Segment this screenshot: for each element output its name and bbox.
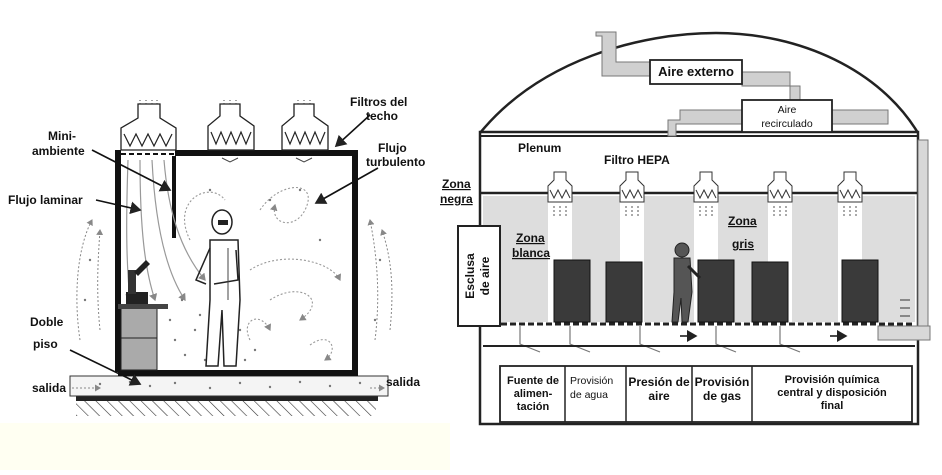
- label-aire-recirc-2: recirculado: [761, 118, 813, 130]
- svg-text:Provisión: Provisión: [695, 375, 750, 389]
- service-cell: Provisión de agua: [570, 375, 613, 401]
- ceiling-filter: [281, 98, 329, 163]
- label-aire-externo: Aire externo: [658, 64, 734, 79]
- label-esclusa-2: de aire: [478, 256, 492, 295]
- label-zona-negra-2: negra: [440, 192, 473, 206]
- label-mini-2: ambiente: [32, 144, 85, 158]
- service-cell: Presión de aire: [628, 375, 690, 403]
- ceiling-filter: [207, 98, 255, 163]
- label-zona-negra-1: Zona: [442, 177, 471, 191]
- service-table: [499, 365, 913, 423]
- bench-microscope: [118, 260, 168, 371]
- mini-env-curtain: [172, 156, 176, 238]
- arrow-laminar: [95, 199, 142, 215]
- ceiling-filter: [120, 98, 177, 151]
- room-wall-right: [352, 150, 358, 372]
- label-zona-blanca-1: Zona: [516, 231, 545, 245]
- hepa-filter: [547, 171, 573, 216]
- ground-hatch: [76, 400, 376, 416]
- label-zona-blanca-2: blanca: [512, 246, 550, 260]
- recirc-duct-left: [667, 109, 743, 137]
- service-cell: Fuente de alimen- tación: [507, 375, 559, 413]
- service-cell: Provisión de gas: [695, 375, 750, 403]
- room-wall-left: [115, 150, 121, 372]
- air-lock-box: [457, 225, 501, 327]
- hepa-filter: [619, 171, 645, 216]
- svg-text:final: final: [821, 400, 844, 412]
- return-duct: [917, 139, 929, 331]
- label-flujo-laminar: Flujo laminar: [8, 193, 83, 207]
- svg-text:Provisión química: Provisión química: [785, 374, 881, 386]
- room-ceiling: [175, 150, 358, 156]
- arrow-filtros: [334, 114, 371, 148]
- label-piso: piso: [33, 337, 58, 351]
- laminar-flow-lines: [125, 159, 206, 302]
- background-band: [0, 423, 450, 470]
- raised-floor: [69, 375, 389, 397]
- box-aire-externo: [649, 59, 743, 85]
- svg-text:de gas: de gas: [703, 389, 741, 403]
- sub-floor-pipes: [519, 326, 801, 353]
- arrow-turbulento: [314, 167, 379, 204]
- outside-flow-arrows: [76, 219, 393, 341]
- svg-text:aire: aire: [648, 389, 670, 403]
- floor-slab: [118, 370, 358, 376]
- ground-line: [76, 396, 378, 401]
- label-turb-2: turbulento: [366, 155, 425, 169]
- label-esclusa-1: Esclusa: [463, 253, 477, 299]
- svg-text:alimen-: alimen-: [514, 388, 553, 400]
- service-cell: Provisión química central y disposición …: [777, 374, 887, 412]
- label-mini-1: Mini-: [48, 129, 76, 143]
- side-vents: [900, 299, 910, 317]
- svg-text:Presión de: Presión de: [628, 375, 690, 389]
- label-turb-1: Flujo: [378, 141, 407, 155]
- turbulent-flow-lines: [183, 187, 341, 361]
- svg-text:Provisión: Provisión: [570, 375, 613, 387]
- label-filtros-1: Filtros del: [350, 95, 407, 109]
- technician-figure: [195, 209, 241, 367]
- return-duct-bottom: [877, 325, 931, 341]
- svg-text:Fuente de: Fuente de: [507, 375, 559, 387]
- label-plenum: Plenum: [518, 141, 561, 155]
- box-aire-recirculado: [741, 99, 833, 133]
- svg-text:de agua: de agua: [570, 389, 608, 401]
- recirc-duct-right: [831, 109, 889, 125]
- equipment: [553, 259, 879, 323]
- svg-text:central y disposición: central y disposición: [777, 387, 887, 399]
- label-zona-gris-1: Zona: [728, 214, 757, 228]
- hepa-filter: [693, 171, 719, 216]
- right-diagram: Esclusa de aire Fuente de alimen- tación…: [440, 31, 931, 426]
- arrow-doble-piso: [69, 349, 142, 386]
- hepa-filter: [767, 171, 793, 216]
- label-doble: Doble: [30, 315, 64, 329]
- label-salida-right: salida: [386, 375, 420, 389]
- service-table-dividers: [564, 366, 753, 422]
- operator-figure: [671, 242, 702, 323]
- label-salida-left: salida: [32, 381, 66, 395]
- label-zona-gris-2: gris: [732, 237, 754, 251]
- label-filtro-hepa: Filtro HEPA: [604, 153, 670, 167]
- arrow-mini: [91, 149, 172, 192]
- left-diagram: Filtros del techo Mini- ambiente Flujo t…: [8, 95, 425, 416]
- hepa-filter: [837, 171, 863, 216]
- label-filtros-2: techo: [366, 109, 398, 123]
- svg-text:tación: tación: [517, 401, 550, 413]
- label-aire-recirc-1: Aire: [778, 104, 797, 116]
